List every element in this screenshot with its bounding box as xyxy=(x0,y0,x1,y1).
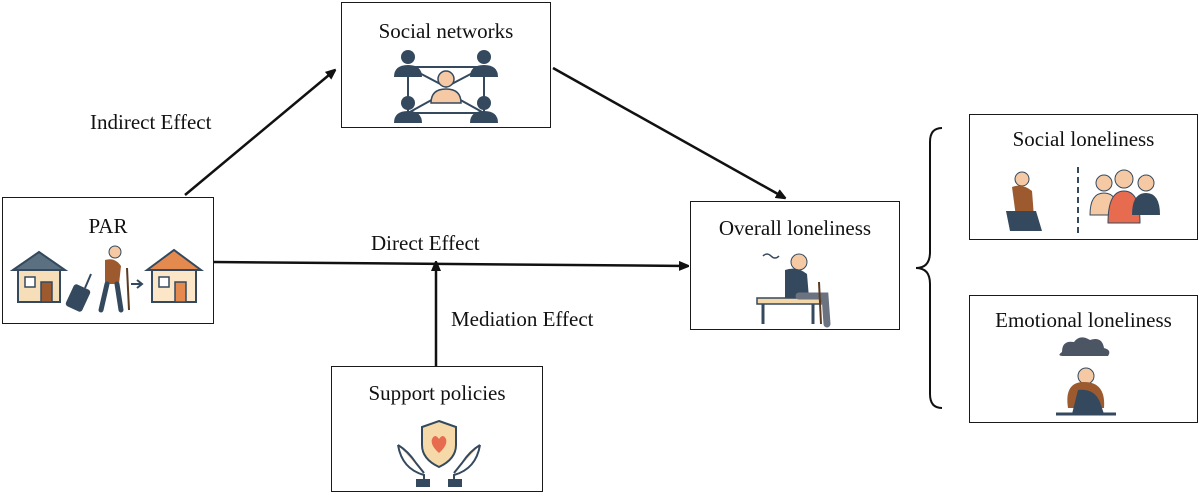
social-loneliness-title: Social loneliness xyxy=(1012,127,1155,151)
network-people-icon xyxy=(394,50,498,123)
emotional-loneliness-title: Emotional loneliness xyxy=(995,308,1172,332)
emotional-loneliness-box: Emotional loneliness xyxy=(969,295,1198,423)
mediation-effect-label: Mediation Effect xyxy=(451,307,594,331)
support-policies-box: Support policies xyxy=(331,366,543,492)
relocation-icon xyxy=(9,245,205,313)
arrow-social-networks-to-loneliness xyxy=(552,66,785,198)
direct-effect-label: Direct Effect xyxy=(371,231,480,255)
social-loneliness-box: Social loneliness xyxy=(969,114,1198,240)
par-title: PAR xyxy=(88,214,128,238)
isolated-vs-group-icon xyxy=(1006,167,1160,237)
indirect-effect-label: Indirect Effect xyxy=(90,110,212,134)
overall-loneliness-box: Overall loneliness xyxy=(690,201,900,330)
par-box: PAR xyxy=(2,197,214,324)
social-networks-box: Social networks xyxy=(341,2,551,128)
caring-hands-shield-icon xyxy=(397,419,481,487)
social-networks-title: Social networks xyxy=(378,19,514,43)
arrow-par-to-loneliness xyxy=(212,260,688,266)
sad-person-with-cloud-icon xyxy=(1056,337,1116,416)
support-policies-title: Support policies xyxy=(368,381,506,405)
curly-brace xyxy=(915,127,943,409)
overall-loneliness-title: Overall loneliness xyxy=(718,216,872,240)
arrow-par-to-social-networks xyxy=(184,70,335,196)
sad-elderly-on-bench-icon xyxy=(756,253,831,328)
